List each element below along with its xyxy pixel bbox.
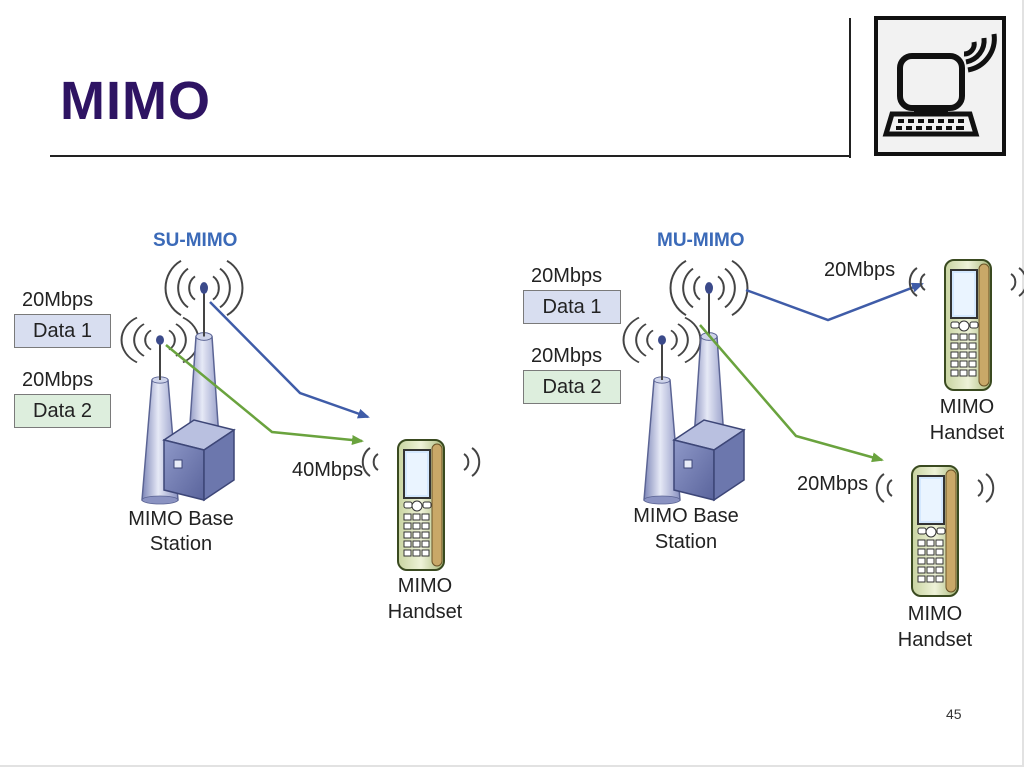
su-handset-label-1: MIMO [397, 575, 453, 597]
mu-handset-2-rate: 20Mbps [797, 473, 869, 495]
mu-rate-1: 20Mbps [531, 265, 603, 287]
su-data2-link [165, 344, 364, 445]
mobile-phone-icon [361, 439, 481, 571]
mu-mimo-title: MU-MIMO [657, 230, 745, 251]
page-title: MIMO [60, 71, 211, 131]
su-data-2-box: Data 2 [14, 394, 111, 428]
mu-data-1-box: Data 1 [523, 290, 621, 324]
mu-handset-1-rate: 20Mbps [824, 259, 896, 281]
su-base-station-label-2: Station [149, 533, 213, 555]
page-number: 45 [946, 706, 962, 722]
mu-data2-link [699, 324, 884, 463]
su-base-station-label-1: MIMO Base [128, 508, 234, 530]
wireless-computer-icon [882, 33, 997, 137]
mu-handset-1-label-2: Handset [929, 422, 1005, 444]
title-divider-vertical [849, 18, 851, 158]
su-data-1-box: Data 1 [14, 314, 111, 348]
su-rate-1: 20Mbps [22, 289, 94, 311]
mu-handset-1-label-1: MIMO [939, 396, 995, 418]
mobile-phone-icon [908, 259, 1024, 391]
su-rate-2: 20Mbps [22, 369, 94, 391]
server-icon [673, 419, 745, 501]
mu-handset-2-label-1: MIMO [907, 603, 963, 625]
mu-data-2-box: Data 2 [523, 370, 621, 404]
su-mimo-base-station [120, 259, 244, 505]
mobile-phone-icon [875, 465, 995, 597]
mu-base-station-label-1: MIMO Base [633, 505, 739, 527]
mu-handset-2-label-2: Handset [897, 629, 973, 651]
mu-data1-link [745, 282, 924, 322]
su-combined-rate: 40Mbps [292, 459, 364, 481]
title-divider [50, 155, 850, 157]
wireless-computer-logo [874, 16, 1006, 156]
server-icon [163, 419, 235, 501]
su-handset-label-2: Handset [387, 601, 463, 623]
su-data1-link [209, 301, 370, 419]
su-mimo-title: SU-MIMO [153, 230, 238, 251]
mu-mimo-base-station [622, 259, 749, 505]
mu-base-station-label-2: Station [654, 531, 718, 553]
mu-rate-2: 20Mbps [531, 345, 603, 367]
